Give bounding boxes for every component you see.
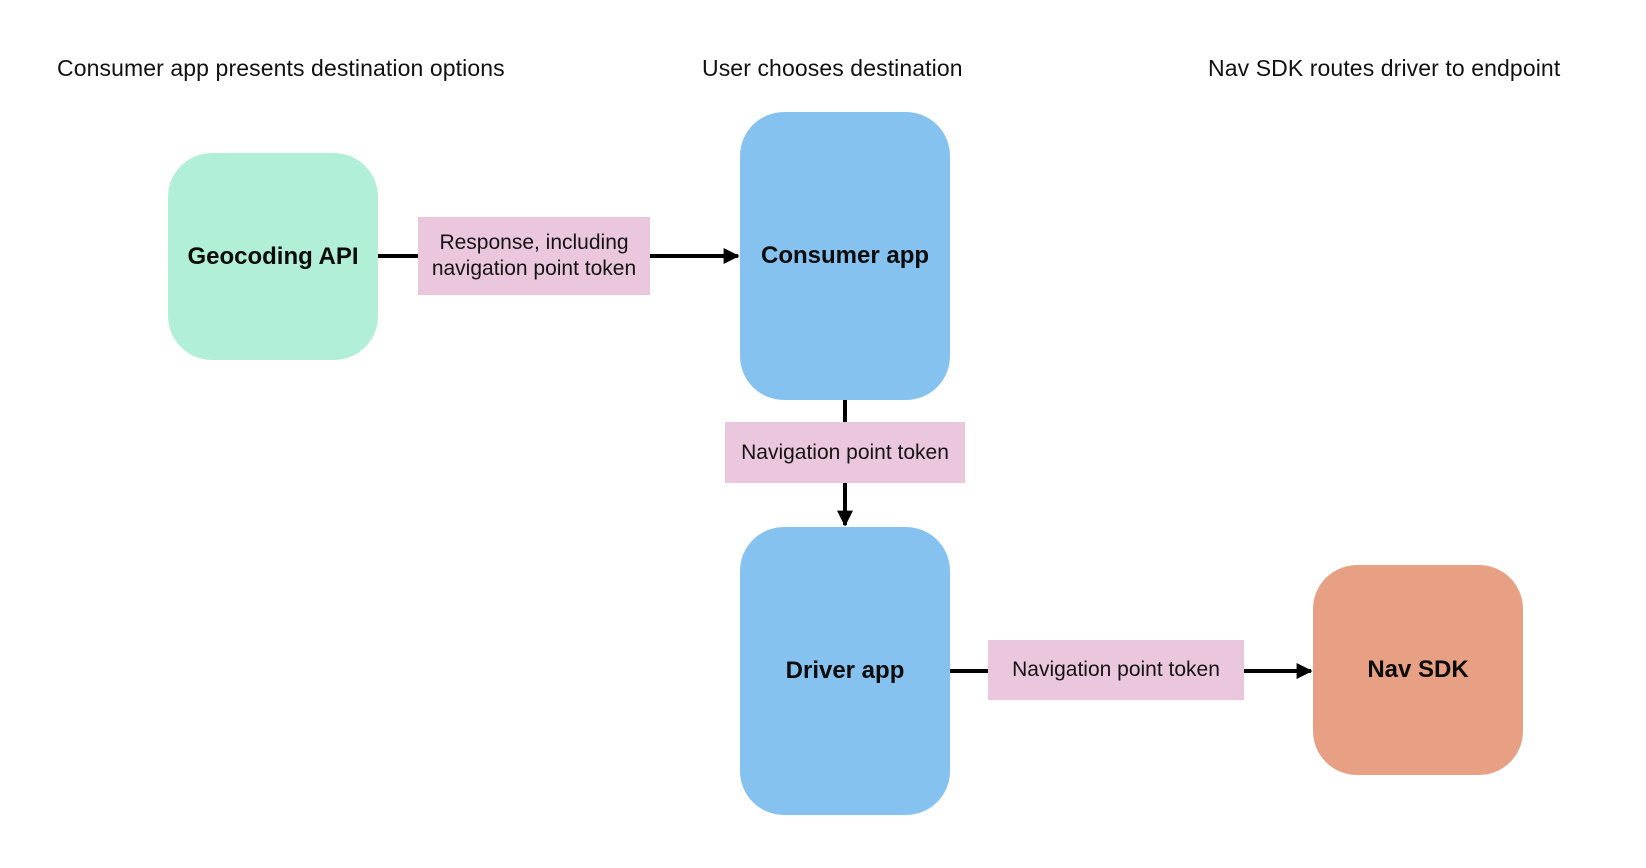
stage-heading-consumer-presents: Consumer app presents destination option… [57,55,505,81]
node-driver-app-label: Driver app [785,657,905,684]
edge-label-response-including-token: Response, including navigation point tok… [418,217,650,295]
node-nav-sdk-label: Nav SDK [1367,656,1469,683]
node-consumer-app-label: Consumer app [760,242,930,269]
edge-label-navigation-point-token-2: Navigation point token [988,640,1244,700]
stage-heading-nav-sdk-routes: Nav SDK routes driver to endpoint [1208,55,1561,81]
node-nav-sdk: Nav SDK [1313,565,1523,775]
node-geocoding-api: Geocoding API [168,153,378,360]
edge-label-navigation-point-token-1: Navigation point token [725,422,965,483]
node-consumer-app: Consumer app [740,112,950,400]
node-driver-app: Driver app [740,527,950,815]
stage-heading-user-chooses: User chooses destination [702,55,963,81]
node-geocoding-api-label: Geocoding API [187,242,359,270]
